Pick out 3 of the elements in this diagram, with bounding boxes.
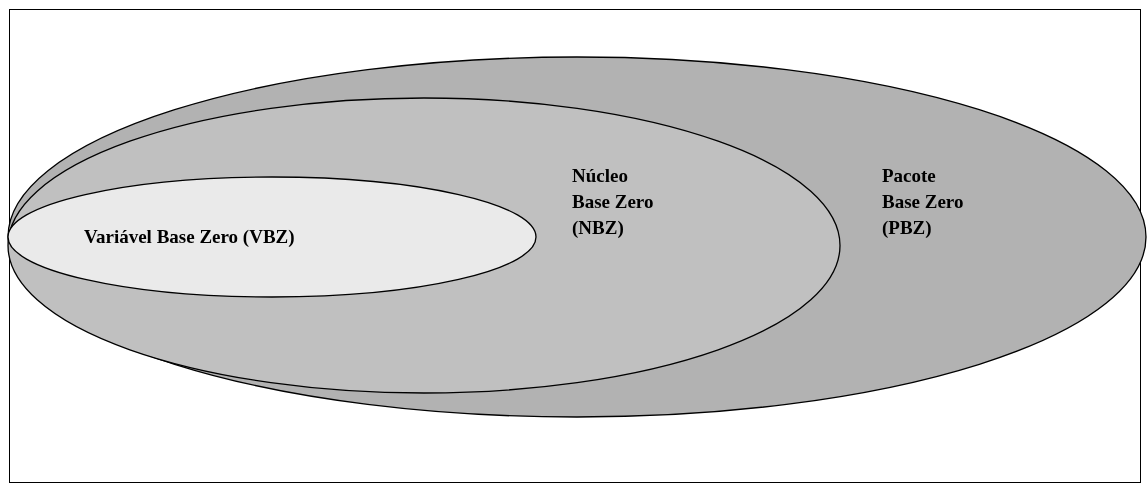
set-label: Variável Base Zero (VBZ) xyxy=(84,225,295,249)
set-label: Pacote Base Zero (PBZ) xyxy=(882,164,965,241)
set-label: Núcleo Base Zero (NBZ) xyxy=(572,164,655,241)
